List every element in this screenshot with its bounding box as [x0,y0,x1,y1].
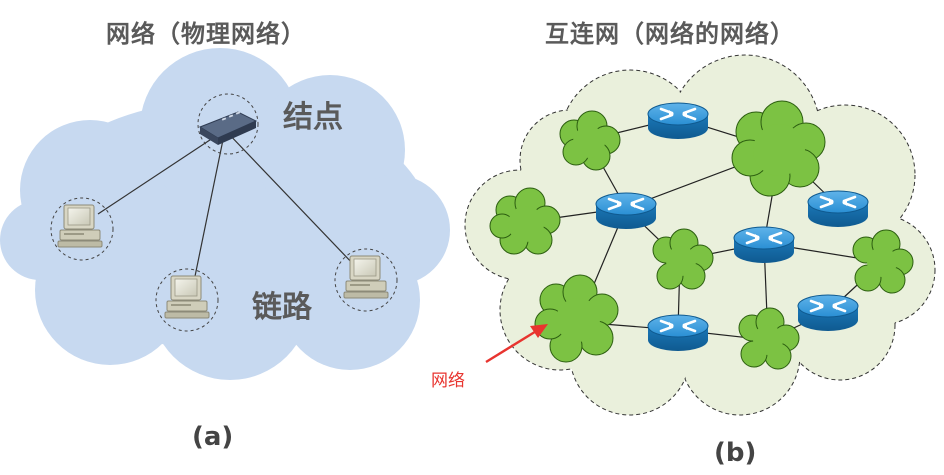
node-pc-bottom [155,268,219,332]
router-icon [646,101,710,141]
panel-a-caption: (a) [192,422,234,452]
node-pc-right [334,248,398,312]
network-cloud-3 [489,187,561,255]
network-cloud-4 [652,228,714,290]
sub-networks [489,100,914,370]
router-icon [594,191,658,231]
annotation-arrow [485,324,548,364]
node-hub [197,93,259,155]
router-icon [796,293,860,333]
switch-icon [198,111,258,145]
router-icon [646,313,710,353]
network-cloud-1 [559,110,621,171]
network-annotation: 网络 [431,371,465,391]
network-cloud-5 [852,229,914,294]
panel-b-caption: (b) [714,438,757,468]
physical-network-cloud [0,48,450,380]
links-a [97,129,356,287]
network-cloud-6 [534,274,619,363]
network-cloud-2 [731,100,826,197]
panel-a-title: 网络（物理网络） [106,20,306,48]
node-pc-left [50,197,114,261]
link-label: 链路 [252,290,312,325]
link-hub-right-pc [224,129,356,267]
network-cloud-7 [738,307,800,370]
router-icon [732,225,796,265]
link-hub-left-pc [97,129,226,215]
link-hub-bottom-pc [192,129,226,287]
panel-b-title: 互连网（网络的网络） [545,20,795,48]
router-icon [806,189,870,229]
node-label: 结点 [283,100,343,135]
